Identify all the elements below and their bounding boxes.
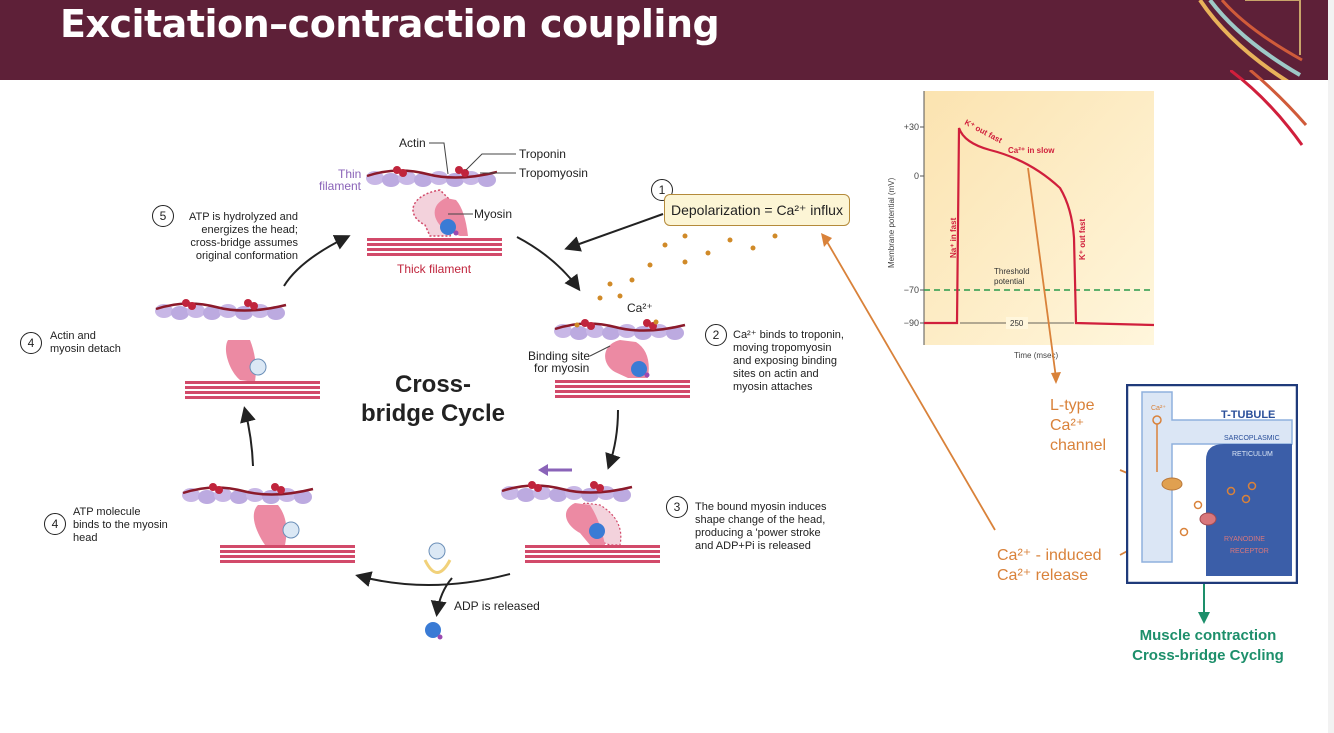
step-3-text: The bound myosin induces shape change of… bbox=[695, 501, 826, 553]
adp-icon bbox=[589, 523, 605, 539]
step-3-line: and ADP+Pi is released bbox=[695, 540, 811, 552]
na-in-fast-label: Na⁺ in fast bbox=[949, 217, 958, 258]
sr-label-1: SARCOPLASMIC bbox=[1224, 435, 1280, 442]
step-2-text: Ca²⁺ binds to troponin, moving tropomyos… bbox=[733, 329, 844, 394]
corner-stripes bbox=[1230, 70, 1308, 146]
step-4-text: ATP molecule binds to the myosin head bbox=[73, 506, 168, 545]
action-potential-graph: +30 0 −70 −90 Membrane potential (mV) Ti… bbox=[887, 91, 1155, 360]
tropomyosin-label: Tropomyosin bbox=[519, 166, 588, 180]
step-4-number: 4 bbox=[44, 513, 66, 535]
step-4b-number: 4 bbox=[20, 332, 42, 354]
step-5-text: ATP is hydrolyzed and energizes the head… bbox=[180, 211, 298, 263]
l-type-channel-label: L-type Ca²⁺ channel bbox=[1050, 396, 1106, 456]
state-bottom-left bbox=[180, 481, 355, 563]
atp-icon bbox=[428, 542, 446, 560]
action-potential-trace bbox=[924, 127, 1155, 327]
step-4b-text: Actin and myosin detach bbox=[50, 330, 121, 356]
ca-in-slow-label: Ca²⁺ in slow bbox=[1008, 146, 1055, 155]
ca-small-label: Ca²⁺ bbox=[1151, 405, 1166, 412]
t-tubule-label: T-TUBULE bbox=[1221, 409, 1275, 421]
ryr-label-1: RYANODINE bbox=[1224, 536, 1265, 543]
cicr-label: Ca²⁺ - induced Ca²⁺ release bbox=[997, 546, 1102, 586]
step-2-line: moving tropomyosin bbox=[733, 342, 832, 354]
t-tubule-sr-diagram: T-TUBULE SARCOPLASMIC RETICULUM Ca²⁺ RYA… bbox=[1126, 384, 1298, 584]
l-type-line: L-type bbox=[1050, 397, 1095, 414]
l-type-line: Ca²⁺ bbox=[1050, 417, 1085, 434]
step-5-line: original conformation bbox=[195, 250, 298, 262]
slide-title: Excitation–contraction coupling bbox=[60, 2, 720, 46]
x-axis-label: Time (msec) bbox=[1014, 351, 1058, 360]
atp-icon bbox=[249, 358, 267, 376]
step-5-line: cross-bridge assumes bbox=[190, 237, 298, 249]
step-2-line: myosin attaches bbox=[733, 381, 813, 393]
cycle-title-line1: Cross- bbox=[394, 371, 472, 398]
cicr-line: Ca²⁺ - induced bbox=[997, 547, 1102, 564]
depolarization-box: Depolarization = Ca²⁺ influx bbox=[664, 194, 850, 226]
calcium-dots bbox=[574, 233, 778, 328]
troponin-label: Troponin bbox=[519, 147, 566, 161]
atp-icon bbox=[282, 521, 300, 539]
step-2-line: and exposing binding bbox=[733, 355, 837, 367]
cycle-title: Cross- bridge Cycle bbox=[353, 370, 513, 428]
l-type-line: channel bbox=[1050, 437, 1107, 454]
step-5-line: energizes the head; bbox=[201, 224, 298, 236]
step-2-number: 2 bbox=[705, 324, 727, 346]
step-4-line: head bbox=[73, 532, 98, 544]
k-out-fast-side-label: K⁺ out fast bbox=[1078, 219, 1087, 260]
step-4b-line: myosin detach bbox=[50, 343, 121, 355]
thin-filament-label-2: filament bbox=[319, 179, 362, 193]
cicr-line: Ca²⁺ release bbox=[997, 567, 1089, 584]
state-right-upper bbox=[552, 317, 690, 398]
state-left bbox=[153, 297, 320, 399]
cross-bridge-cycle-diagram bbox=[153, 142, 778, 640]
tick-minus90: −90 bbox=[904, 318, 919, 328]
thick-filament-label: Thick filament bbox=[397, 262, 472, 276]
state-top bbox=[364, 164, 502, 256]
title-bar: Excitation–contraction coupling bbox=[0, 0, 1334, 80]
actin-label: Actin bbox=[399, 136, 426, 150]
y-axis-label: Membrane potential (mV) bbox=[887, 177, 896, 268]
result-line: Cross-bridge Cycling bbox=[1132, 647, 1284, 664]
step-3-line: producing a 'power stroke bbox=[695, 527, 821, 539]
adp-released-label: ADP is released bbox=[454, 599, 540, 613]
adp-icon bbox=[425, 622, 441, 638]
threshold-label-2: potential bbox=[994, 277, 1024, 286]
ryr-label-2: RECEPTOR bbox=[1230, 548, 1269, 555]
ca-label: Ca²⁺ bbox=[627, 301, 653, 315]
tick-plus30: +30 bbox=[904, 122, 919, 132]
duration-label: 250 bbox=[1010, 319, 1024, 328]
scrollbar[interactable] bbox=[1328, 0, 1334, 733]
binding-site-label-1: Binding site bbox=[528, 349, 591, 363]
threshold-label-1: Threshold bbox=[994, 267, 1030, 276]
step-3-line: The bound myosin induces bbox=[695, 501, 827, 513]
step-2-line: sites on actin and bbox=[733, 368, 819, 380]
step-2-line: Ca²⁺ binds to troponin, bbox=[733, 329, 844, 341]
step-4-line: binds to the myosin bbox=[73, 519, 168, 531]
adp-icon bbox=[440, 219, 456, 235]
step-5-number: 5 bbox=[152, 205, 174, 227]
thin-filament-label-1: Thin bbox=[338, 167, 362, 181]
adp-icon bbox=[631, 361, 647, 377]
step-3-number: 3 bbox=[666, 496, 688, 518]
muscle-contraction-label: Muscle contraction Cross-bridge Cycling bbox=[1118, 626, 1298, 666]
step-4b-line: Actin and bbox=[50, 330, 96, 342]
corner-decoration bbox=[1198, 0, 1303, 80]
step-5-line: ATP is hydrolyzed and bbox=[188, 211, 298, 223]
cycle-title-line2: bridge Cycle bbox=[360, 400, 506, 427]
step-3-line: shape change of the head, bbox=[695, 514, 826, 526]
sr-label-2: RETICULUM bbox=[1232, 451, 1273, 458]
tick-0: 0 bbox=[914, 171, 919, 181]
state-right-lower bbox=[499, 464, 660, 563]
tick-minus70: −70 bbox=[904, 285, 919, 295]
myosin-label: Myosin bbox=[474, 207, 513, 221]
binding-site-label-2: for myosin bbox=[534, 361, 590, 375]
step-4-line: ATP molecule bbox=[73, 506, 141, 518]
result-line: Muscle contraction bbox=[1139, 627, 1277, 644]
